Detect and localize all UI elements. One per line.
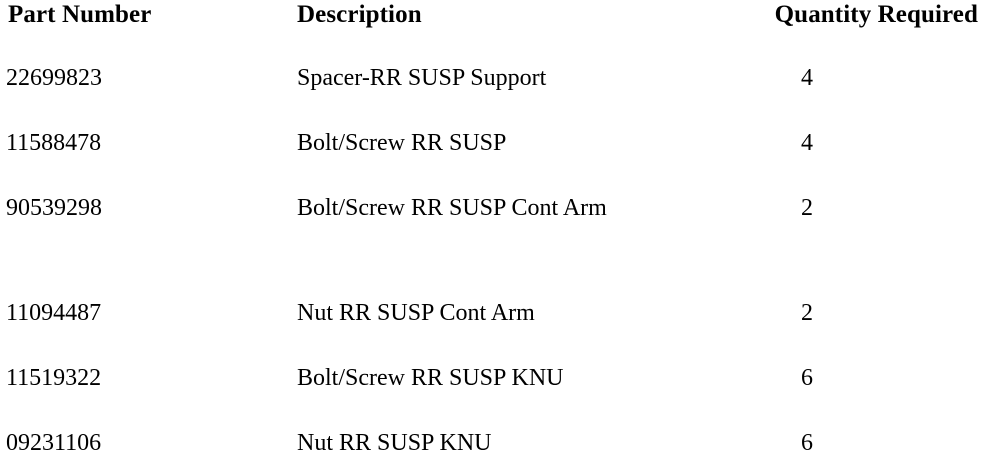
cell-description: Bolt/Screw RR SUSP bbox=[289, 111, 709, 176]
cell-part-number: 09231106 bbox=[0, 411, 289, 476]
cell-quantity-required: 2 bbox=[709, 176, 992, 281]
cell-description: Nut RR SUSP KNU bbox=[289, 411, 709, 476]
cell-description: Spacer-RR SUSP Support bbox=[289, 46, 709, 111]
cell-part-number: 22699823 bbox=[0, 46, 289, 111]
column-header-part-number: Part Number bbox=[0, 0, 289, 46]
cell-part-number: 11519322 bbox=[0, 346, 289, 411]
cell-quantity-required: 2 bbox=[709, 281, 992, 346]
column-header-description: Description bbox=[289, 0, 709, 46]
table-header-row: Part Number Description Quantity Require… bbox=[0, 0, 992, 46]
cell-part-number: 11588478 bbox=[0, 111, 289, 176]
cell-quantity-required: 6 bbox=[709, 346, 992, 411]
table-header: Part Number Description Quantity Require… bbox=[0, 0, 992, 46]
cell-quantity-required: 6 bbox=[709, 411, 992, 476]
cell-part-number: 90539298 bbox=[0, 176, 289, 281]
cell-quantity-required: 4 bbox=[709, 46, 992, 111]
cell-description: Nut RR SUSP Cont Arm bbox=[289, 281, 709, 346]
cell-quantity-required: 4 bbox=[709, 111, 992, 176]
column-header-quantity-required: Quantity Required bbox=[709, 0, 992, 46]
cell-part-number: 11094487 bbox=[0, 281, 289, 346]
cell-description: Bolt/Screw RR SUSP Cont Arm bbox=[289, 176, 709, 281]
cell-description: Bolt/Screw RR SUSP KNU bbox=[289, 346, 709, 411]
